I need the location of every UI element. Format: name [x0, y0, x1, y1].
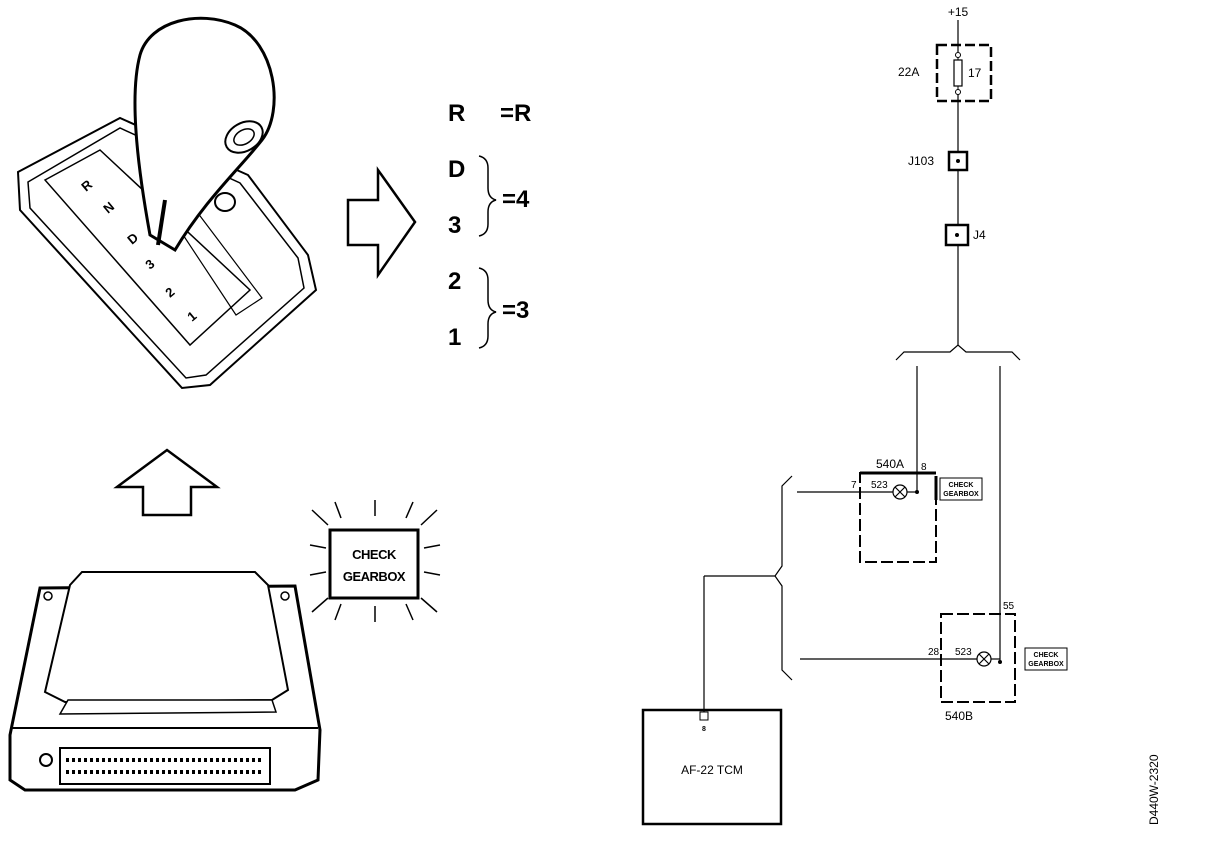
module-540b	[940, 613, 1016, 703]
module-lid-inner	[58, 699, 278, 715]
knob-button-inner	[233, 128, 255, 146]
module-540a-pin-out: 8	[921, 462, 927, 473]
fuse-box	[935, 43, 993, 103]
tcm-box	[641, 708, 783, 826]
module-540a-pin-in: 7	[851, 480, 857, 491]
module-540b-pin-in: 28	[928, 647, 940, 658]
lamp-label-540a	[939, 477, 983, 501]
module-connector	[59, 747, 271, 785]
wiring-schematic: +15 22A 17 J103 J4 540A 8 7 523	[641, 5, 1068, 826]
fuse-number: 17	[968, 66, 982, 80]
mapping-selector-r: R	[448, 100, 465, 127]
brace-21	[478, 267, 497, 349]
selector-stalk	[156, 199, 167, 246]
tcm-bracket	[774, 475, 793, 681]
fuse-terminal-bottom	[955, 89, 961, 95]
junction-j103-label: J103	[908, 154, 934, 168]
warning-lamp: CHECK GEARBOX	[309, 500, 441, 622]
tcm-label: AF-22 TCM	[681, 763, 743, 777]
gear-selector-illustration	[16, 16, 318, 390]
figure-id: D440W-2320	[1147, 754, 1161, 825]
selector-knob	[133, 16, 276, 253]
brace-d3	[478, 155, 497, 237]
module-connector-pins	[66, 758, 264, 774]
tcm-pin	[699, 711, 709, 721]
mapping-selector-d: D	[448, 156, 465, 183]
arrow-up	[113, 448, 221, 517]
gear-mapping: R =R D 3 2 1 =4 =3	[448, 100, 531, 351]
supply-label: +15	[948, 5, 969, 19]
module-540b-label: 540B	[945, 709, 973, 723]
module-540a-label: 540A	[876, 457, 904, 471]
mapping-result-21: =3	[502, 297, 529, 324]
lamp-rays	[309, 500, 441, 622]
lamp-label-540b-l1: CHECK	[1034, 652, 1059, 659]
lamp-text-gearbox: GEARBOX	[343, 569, 406, 584]
tcm-pin-label: 8	[702, 726, 706, 733]
lamp-label-540a-l1: CHECK	[949, 482, 974, 489]
fuse-box-label: 22A	[898, 65, 919, 79]
mapping-selector-2: 2	[448, 268, 461, 295]
lamp-label-540b	[1024, 647, 1068, 671]
module-corner-tr	[280, 591, 290, 601]
mapping-selector-3: 3	[448, 212, 461, 239]
module-lid	[43, 571, 290, 704]
lamp-label-540a-l2: GEARBOX	[943, 491, 979, 498]
mapping-result-d3: =4	[502, 186, 530, 213]
lamp-frame	[328, 528, 420, 600]
selector-pivot	[214, 192, 236, 212]
mapping-selector-1: 1	[448, 324, 461, 351]
split-bracket	[895, 344, 1021, 361]
module-540a-bulb: 523	[871, 480, 888, 491]
knob-button	[224, 120, 264, 154]
mapping-result-r: =R	[500, 100, 531, 127]
module-540b-bulb: 523	[955, 647, 972, 658]
control-module-illustration	[8, 571, 322, 792]
selector-gate-plate	[43, 149, 252, 347]
module-540b-pin-out: 55	[1003, 601, 1015, 612]
lamp-text-check: CHECK	[352, 547, 397, 562]
fuse-terminal-top	[955, 52, 961, 58]
module-screw-left	[39, 753, 53, 767]
fuse-element	[953, 59, 963, 87]
junction-j4-label: J4	[973, 228, 986, 242]
arrow-right	[346, 166, 417, 279]
lamp-label-540b-l2: GEARBOX	[1028, 661, 1064, 668]
module-corner-tl	[43, 591, 53, 601]
